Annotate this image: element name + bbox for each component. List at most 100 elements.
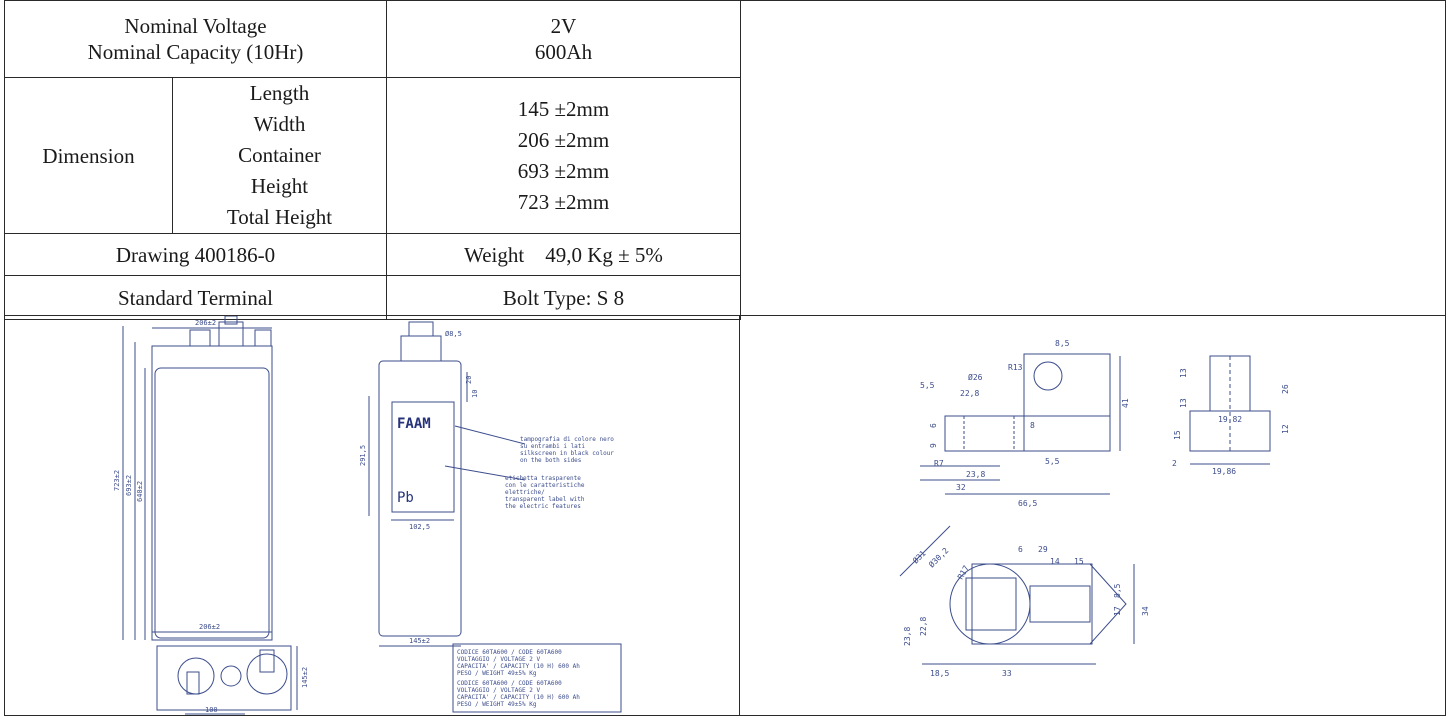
weight-cell: Weight 49,0 Kg ± 5% <box>386 233 741 276</box>
note2-line3: elettriche/ <box>505 489 545 496</box>
plate-line4: PESO / WEIGHT 49±5% Kg <box>457 670 537 677</box>
dim-length-value: 145 ±2mm <box>517 96 610 121</box>
dimension-names: Length Width Container Height Total Heig… <box>172 77 387 234</box>
t-top-d10: 5,5 <box>1045 457 1060 466</box>
plate-line8: PESO / WEIGHT 49±5% Kg <box>457 701 537 708</box>
battery-drawing-panel: 206±2 206±2 723±2 693±2 640±2 100 145±2 … <box>4 315 740 716</box>
t-end-d4: 15 <box>1173 430 1182 440</box>
weight-value: 49,0 Kg ± 5% <box>545 242 663 267</box>
t-end-d6: 12 <box>1281 424 1290 434</box>
front-base-dim: 100 <box>205 706 218 714</box>
side-label-width: 102,5 <box>409 523 430 531</box>
note2-line5: the electric features <box>505 503 581 510</box>
dim-total-height-value: 723 ±2mm <box>517 189 610 214</box>
plate-line5: CODICE 60TA600 / CODE 60TA600 <box>457 680 562 687</box>
terminal-left <box>189 329 211 347</box>
battery-body <box>151 345 273 641</box>
note1-line1: tampografia di colore nero <box>520 436 614 443</box>
t-top-d9: 23,8 <box>966 470 985 479</box>
note1-line3: silkscreen in black colour <box>520 450 614 457</box>
rating-plate <box>452 643 622 713</box>
terminal-drawing: 8,5 R13 Ø26 5,5 22,8 41 9 6 23,8 5,5 32 … <box>899 339 1290 678</box>
side-bottom-width: 145±2 <box>409 637 430 645</box>
front-top-width: 206±2 <box>195 319 216 327</box>
front-inner-height: 640±2 <box>136 481 144 502</box>
terminal-center <box>218 321 244 347</box>
dim-container-label: Container <box>238 143 321 167</box>
voltage-capacity-labels: Nominal Voltage Nominal Capacity (10Hr) <box>4 0 387 78</box>
voltage-value: 2V <box>550 14 577 38</box>
t-top-d2: R13 <box>1008 363 1023 372</box>
voltage-label: Nominal Voltage <box>124 14 267 38</box>
dimension-values: 145 ±2mm 206 ±2mm 693 ±2mm 723 ±2mm <box>386 77 741 234</box>
battery-drawing: 206±2 206±2 723±2 693±2 640±2 100 145±2 … <box>113 315 622 715</box>
front-bottom-width: 206±2 <box>199 623 220 631</box>
t-bot-d7: 15 <box>1074 557 1084 566</box>
note2-line2: con le caratteristiche <box>505 482 585 489</box>
side-terminal-dia: Ø8,5 <box>445 330 462 338</box>
note2-line1: etichetta trasparente <box>505 475 581 482</box>
t-bot-d8: 8,5 <box>1113 583 1122 598</box>
t-bot-d14: 33 <box>1002 669 1012 678</box>
t-top-d7: 9 <box>929 443 938 448</box>
dim-container-value: 693 ±2mm <box>517 158 610 183</box>
t-bot-d9: 17 <box>1113 606 1122 616</box>
t-bot-d2: Ø30,2 <box>926 545 950 569</box>
side-dim-b: 10 <box>471 390 479 398</box>
t-bot-d6: 14 <box>1050 557 1060 566</box>
terminal-side-block <box>944 415 1111 452</box>
t-bot-d12: 22,8 <box>919 617 928 636</box>
t-end-d3: 13 <box>1179 398 1188 408</box>
dim-total-height-label: Total Height <box>226 205 333 229</box>
note1-line4: on the both sides <box>520 457 582 464</box>
t-end-d5: 19,82 <box>1218 415 1242 424</box>
t-top-d1: 8,5 <box>1055 339 1070 348</box>
front-container-height: 693±2 <box>125 475 133 496</box>
voltage-capacity-values: 2V 600Ah <box>386 0 741 78</box>
terminal-value: Bolt Type: S 8 <box>386 275 741 320</box>
battery-top-view <box>156 645 292 711</box>
plate-line7: CAPACITA' / CAPACITY (10 H) 600 Ah <box>457 694 580 701</box>
t-bot-d11: 23,8 <box>903 627 912 646</box>
t-end-d7: 2 <box>1172 459 1177 468</box>
front-side-dim: 145±2 <box>301 667 309 688</box>
t-top-d14: 8 <box>1030 421 1035 430</box>
t-top-d12: 66,5 <box>1018 499 1037 508</box>
label-area <box>391 401 455 513</box>
pb-mark: Pb <box>397 490 414 506</box>
brand-logo-text: FAAM <box>397 416 431 432</box>
datasheet: Nominal Voltage Nominal Capacity (10Hr) … <box>4 0 1446 716</box>
dim-length-label: Length <box>249 81 310 105</box>
terminal-cap <box>224 315 238 325</box>
terminal-bottom-view <box>971 563 1093 645</box>
dim-width-value: 206 ±2mm <box>517 127 610 152</box>
container-outline <box>154 367 270 639</box>
weight-label: Weight <box>464 242 525 267</box>
note1-line2: su entrambi i lati <box>520 443 585 450</box>
t-bot-d13: 18,5 <box>930 669 949 678</box>
plate-line6: VOLTAGGIO / VOLTAGE 2 V <box>457 687 540 694</box>
capacity-label: Nominal Capacity (10Hr) <box>87 40 304 64</box>
dim-width-label: Width <box>253 112 306 136</box>
plate-line3: CAPACITA' / CAPACITY (10 H) 600 Ah <box>457 663 580 670</box>
t-end-d1: 13 <box>1179 368 1188 378</box>
t-bot-d4: 6 <box>1018 545 1023 554</box>
t-top-d6: 41 <box>1121 398 1130 408</box>
t-top-d13: R7 <box>934 459 944 468</box>
terminal-drawing-panel: 8,5 R13 Ø26 5,5 22,8 41 9 6 23,8 5,5 32 … <box>739 315 1446 716</box>
front-total-height: 723±2 <box>113 470 121 491</box>
side-dim-a: 20 <box>465 376 473 384</box>
t-top-d3: Ø26 <box>968 372 983 382</box>
t-bot-d5: 29 <box>1038 545 1048 554</box>
dim-height-label: Height <box>250 174 309 198</box>
t-top-d4: 5,5 <box>920 381 935 390</box>
side-label-pos: 291,5 <box>359 445 367 466</box>
note2-line4: transparent label with <box>505 496 585 503</box>
blank-panel <box>739 0 1446 316</box>
dimension-label: Dimension <box>4 77 173 234</box>
terminal-right <box>254 329 272 347</box>
plate-line1: CODICE 60TA600 / CODE 60TA600 <box>457 649 562 656</box>
t-top-d11: 32 <box>956 483 966 492</box>
terminal-label: Standard Terminal <box>4 275 387 320</box>
t-top-d8: 6 <box>929 423 938 428</box>
